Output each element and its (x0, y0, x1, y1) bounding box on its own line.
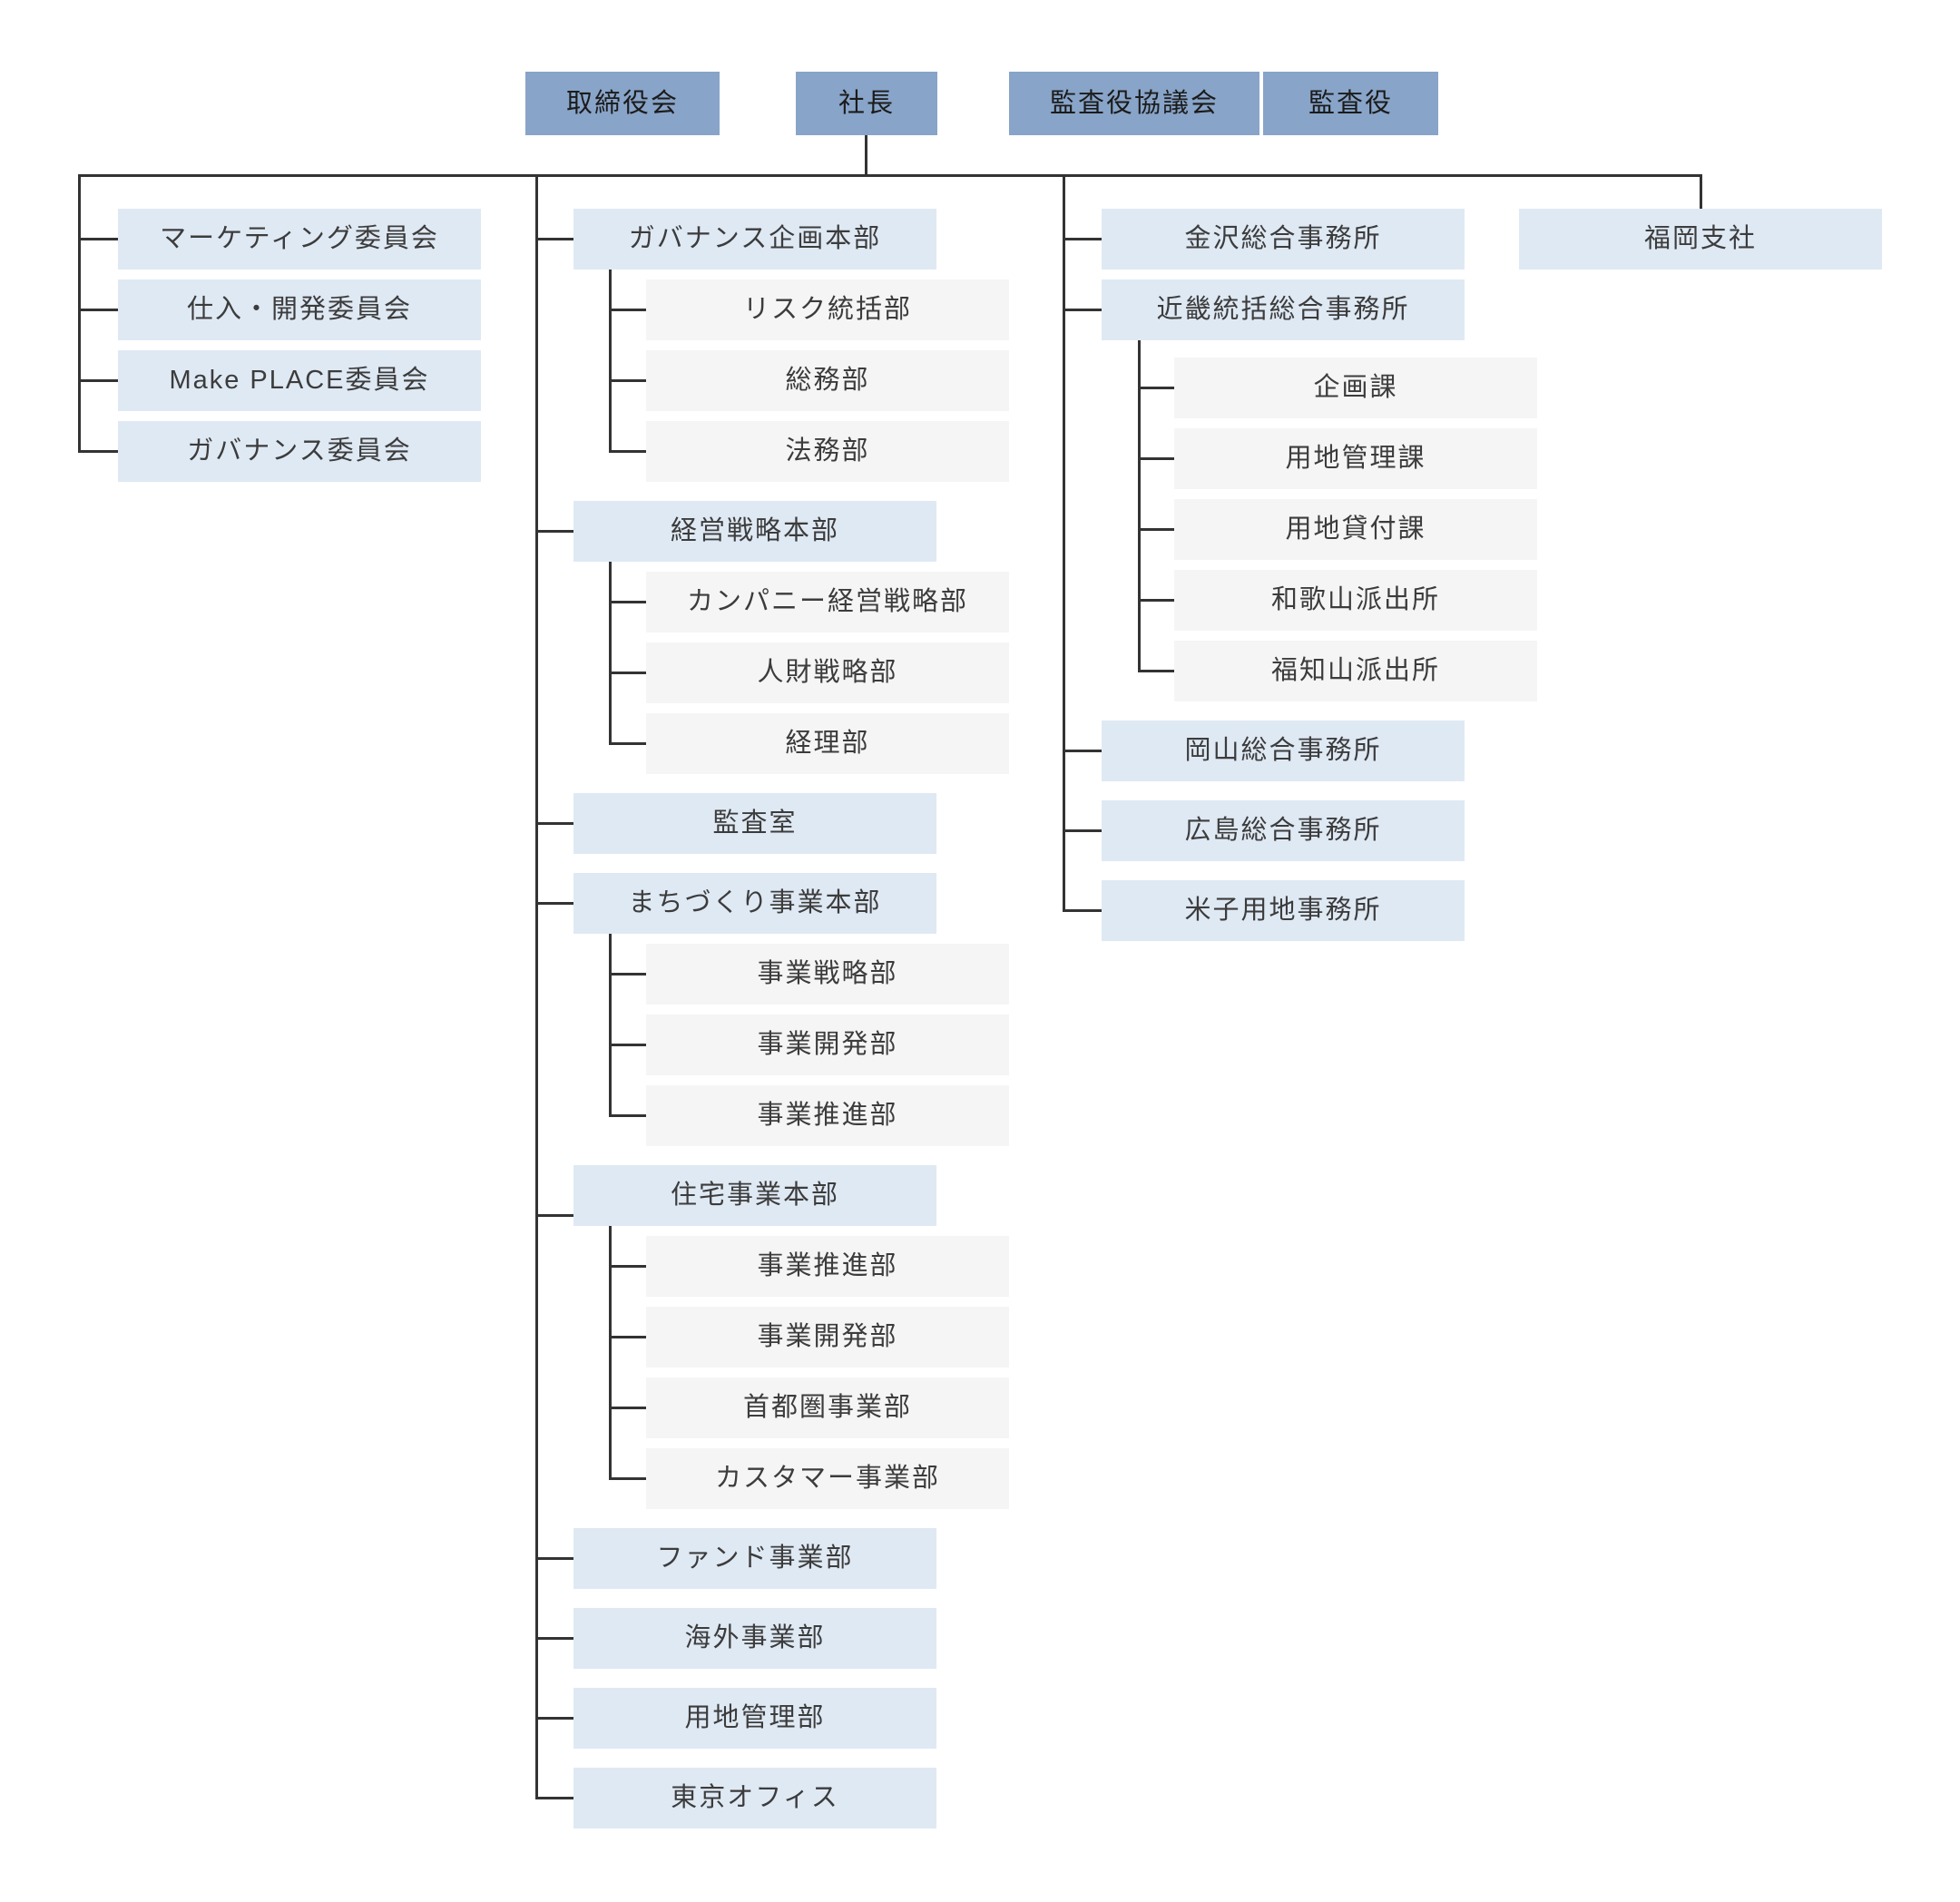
node-tokyo-office: 東京オフィス (573, 1768, 936, 1828)
connector (78, 174, 1702, 177)
node-governance-planning-hq: ガバナンス企画本部 (573, 209, 936, 270)
connector (609, 1407, 646, 1409)
connector (1063, 909, 1102, 912)
connector (1063, 750, 1102, 752)
connector (535, 1214, 573, 1217)
node-land-leasing-section: 用地貸付課 (1174, 499, 1537, 560)
connector (1138, 340, 1141, 672)
connector (78, 450, 118, 453)
node-okayama-office: 岡山総合事務所 (1102, 721, 1465, 781)
connector (609, 309, 646, 311)
connector (78, 174, 81, 453)
node-housing-business-hq: 住宅事業本部 (573, 1165, 936, 1226)
connector (609, 1226, 612, 1480)
connector (1063, 238, 1102, 240)
node-auditor: 監査役 (1263, 72, 1438, 135)
node-wakayama-branch: 和歌山派出所 (1174, 570, 1537, 631)
node-hr-strategy-dept: 人財戦略部 (646, 642, 1009, 703)
node-overseas-business-dept: 海外事業部 (573, 1608, 936, 1669)
connector (609, 379, 646, 382)
connector (865, 135, 867, 174)
connector (609, 270, 612, 453)
connector (1138, 387, 1174, 389)
node-machizukuri-business-hq: まちづくり事業本部 (573, 873, 936, 934)
connector (78, 238, 118, 240)
node-kanazawa-office: 金沢総合事務所 (1102, 209, 1465, 270)
node-legal-dept: 法務部 (646, 421, 1009, 482)
node-general-affairs-dept: 総務部 (646, 350, 1009, 411)
node-make-place-committee: Make PLACE委員会 (118, 350, 481, 411)
node-business-strategy-dept: 事業戦略部 (646, 944, 1009, 1005)
connector (1063, 309, 1102, 311)
connector (1138, 670, 1174, 672)
node-company-strategy-dept: カンパニー経営戦略部 (646, 572, 1009, 632)
node-audit-office: 監査室 (573, 793, 936, 854)
node-risk-management-dept: リスク統括部 (646, 279, 1009, 340)
connector (535, 1557, 573, 1560)
node-housing-business-development-dept: 事業開発部 (646, 1307, 1009, 1368)
node-marketing-committee: マーケティング委員会 (118, 209, 481, 270)
node-business-development-dept: 事業開発部 (646, 1015, 1009, 1075)
node-fukuchiyama-branch: 福知山派出所 (1174, 641, 1537, 701)
connector (609, 934, 612, 1117)
connector (1138, 457, 1174, 460)
connector (609, 1477, 646, 1480)
node-customer-business-dept: カスタマー事業部 (646, 1448, 1009, 1509)
node-planning-section: 企画課 (1174, 358, 1537, 418)
connector (609, 601, 646, 603)
connector (609, 1336, 646, 1338)
connector (535, 902, 573, 905)
connector (535, 1797, 573, 1799)
connector (1138, 528, 1174, 531)
connector (609, 450, 646, 453)
connector (78, 309, 118, 311)
node-land-management-dept: 用地管理部 (573, 1688, 936, 1749)
connector (535, 174, 538, 1799)
node-housing-business-promotion-dept: 事業推進部 (646, 1236, 1009, 1297)
node-business-promotion-dept: 事業推進部 (646, 1085, 1009, 1146)
node-kinki-regional-office: 近畿統括総合事務所 (1102, 279, 1465, 340)
connector (1700, 174, 1702, 211)
node-governance-committee: ガバナンス委員会 (118, 421, 481, 482)
connector (609, 1265, 646, 1268)
node-procurement-development-committee: 仕入・開発委員会 (118, 279, 481, 340)
connector (609, 1114, 646, 1117)
connector (1063, 174, 1065, 912)
connector (535, 1717, 573, 1720)
connector (609, 742, 646, 745)
connector (609, 973, 646, 976)
node-audit-council: 監査役協議会 (1009, 72, 1259, 135)
connector (609, 1044, 646, 1046)
connector (535, 822, 573, 825)
connector (535, 1637, 573, 1640)
node-accounting-dept: 経理部 (646, 713, 1009, 774)
node-yonago-office: 米子用地事務所 (1102, 880, 1465, 941)
node-management-strategy-hq: 経営戦略本部 (573, 501, 936, 562)
node-hiroshima-office: 広島総合事務所 (1102, 800, 1465, 861)
node-land-management-section: 用地管理課 (1174, 428, 1537, 489)
node-metropolitan-business-dept: 首都圏事業部 (646, 1377, 1009, 1438)
connector (609, 562, 612, 745)
connector (609, 672, 646, 674)
node-president: 社長 (796, 72, 937, 135)
connector (535, 530, 573, 533)
node-board-of-directors: 取締役会 (525, 72, 720, 135)
connector (535, 238, 573, 240)
connector (78, 379, 118, 382)
node-fund-business-dept: ファンド事業部 (573, 1528, 936, 1589)
connector (1063, 829, 1102, 832)
node-fukuoka-branch: 福岡支社 (1519, 209, 1882, 270)
connector (1138, 599, 1174, 602)
